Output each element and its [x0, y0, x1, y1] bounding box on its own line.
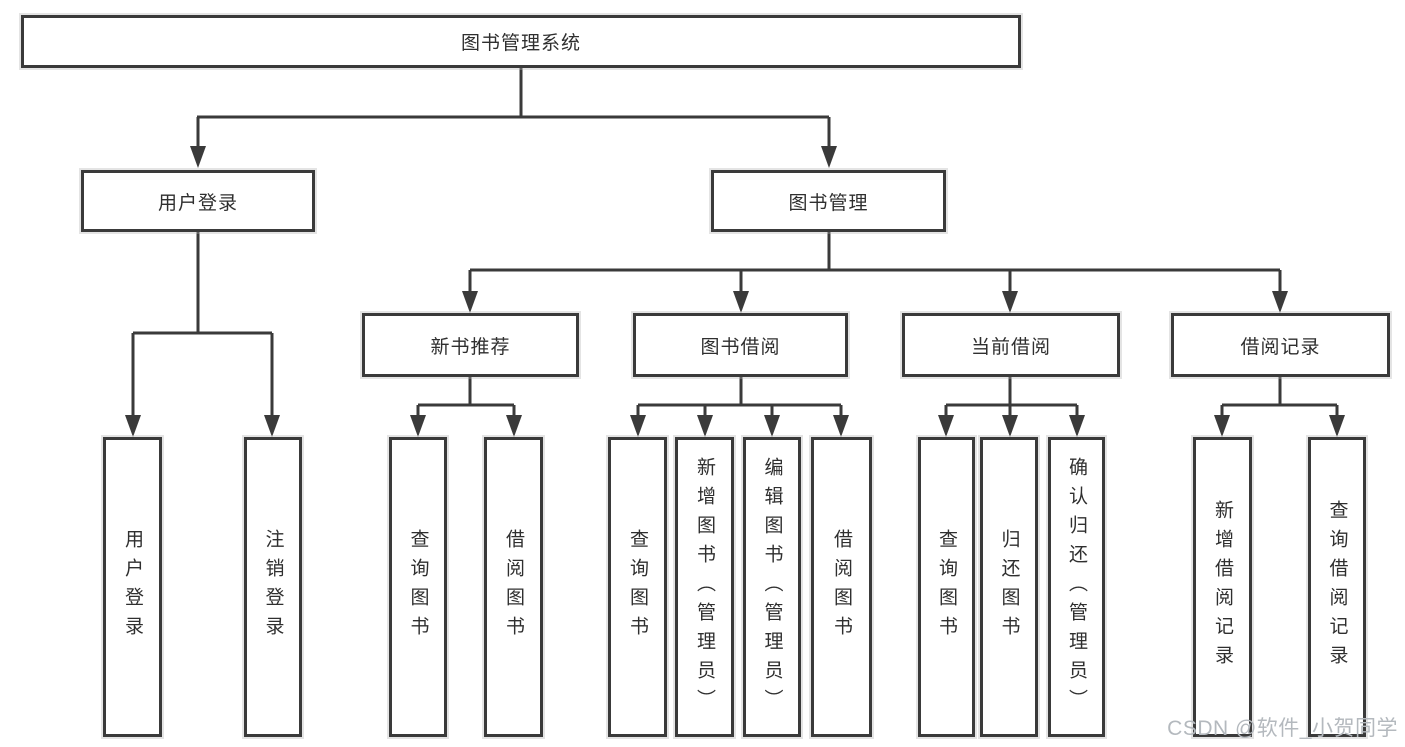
csdn-watermark: CSDN @软件_小贺同学 [1167, 717, 1398, 740]
leaf-label: 查询图书 [407, 529, 429, 645]
leaf-label: 新增图书（管理员） [694, 456, 715, 718]
node-book-management: 图书管理 [711, 170, 946, 232]
leaf-query-books-recommend: 查询图书 [389, 437, 447, 737]
node-borrow-records: 借阅记录 [1171, 313, 1390, 377]
leaf-label: 查询图书 [627, 529, 648, 645]
leaf-label: 用户登录 [122, 529, 143, 645]
node-new-book-recommend: 新书推荐 [362, 313, 579, 377]
leaf-label: 编辑图书（管理员） [761, 456, 783, 718]
node-user-login-group: 用户登录 [81, 170, 315, 232]
leaf-borrow-books: 借阅图书 [811, 437, 872, 737]
leaf-label: 借阅图书 [831, 529, 852, 645]
leaf-label: 确认归还（管理员） [1066, 456, 1087, 718]
leaf-edit-books-admin: 编辑图书（管理员） [743, 437, 801, 737]
leaf-logout: 注销登录 [244, 437, 302, 737]
leaf-query-books-current: 查询图书 [918, 437, 975, 737]
leaf-label: 归还图书 [998, 529, 1020, 645]
leaf-query-books-borrow: 查询图书 [608, 437, 667, 737]
leaf-add-borrow-record: 新增借阅记录 [1193, 437, 1252, 737]
leaf-confirm-return-admin: 确认归还（管理员） [1048, 437, 1105, 737]
leaf-label: 查询图书 [936, 529, 957, 645]
leaf-query-borrow-record: 查询借阅记录 [1308, 437, 1366, 737]
leaf-add-books-admin: 新增图书（管理员） [675, 437, 734, 737]
node-book-borrow: 图书借阅 [633, 313, 848, 377]
leaf-label: 借阅图书 [503, 529, 524, 645]
node-current-borrow: 当前借阅 [902, 313, 1120, 377]
leaf-label: 注销登录 [262, 529, 284, 645]
leaf-user-login: 用户登录 [103, 437, 162, 737]
leaf-label: 新增借阅记录 [1212, 500, 1233, 674]
leaf-return-books: 归还图书 [980, 437, 1038, 737]
node-root-system: 图书管理系统 [21, 15, 1021, 68]
leaf-label: 查询借阅记录 [1326, 500, 1348, 674]
leaf-borrow-books-recommend: 借阅图书 [484, 437, 543, 737]
